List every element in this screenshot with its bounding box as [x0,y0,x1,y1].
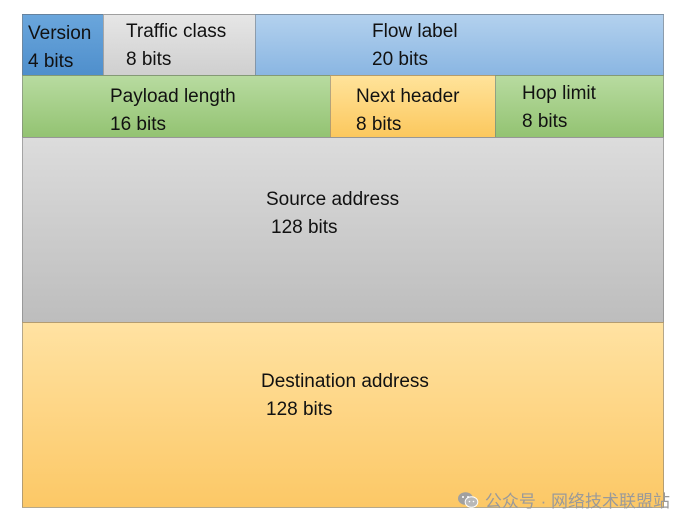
field-traffic-class: Traffic class 8 bits [103,14,256,76]
field-next-header: Next header 8 bits [330,75,496,138]
field-payload-length-name: Payload length [110,86,236,107]
field-flow-label-name: Flow label [372,21,458,42]
field-source-address: Source address 128 bits [22,137,664,323]
field-hop-limit-name: Hop limit [522,83,596,104]
field-version-name: Version [28,23,92,44]
wechat-icon [457,491,479,509]
field-flow-label-size: 20 bits [372,49,428,70]
field-hop-limit-size: 8 bits [522,111,568,132]
field-source-address-size: 128 bits [271,217,338,238]
field-version-size: 4 bits [28,51,74,72]
watermark-text: 公众号 · 网络技术联盟站 [484,492,670,511]
field-flow-label: Flow label 20 bits [255,14,664,76]
field-source-address-name: Source address [266,189,400,210]
field-payload-length: Payload length 16 bits [22,75,331,138]
field-payload-length-size: 16 bits [110,114,166,135]
field-traffic-class-size: 8 bits [126,49,172,70]
field-version: Version 4 bits [22,14,104,76]
field-hop-limit: Hop limit 8 bits [495,75,664,138]
field-destination-address: Destination address 128 bits [22,322,664,508]
watermark: 公众号 · 网络技术联盟站 [457,487,670,512]
field-destination-address-name: Destination address [261,371,429,392]
field-traffic-class-name: Traffic class [126,21,227,42]
field-next-header-name: Next header [356,86,460,107]
field-destination-address-size: 128 bits [266,399,333,420]
field-next-header-size: 8 bits [356,114,402,135]
